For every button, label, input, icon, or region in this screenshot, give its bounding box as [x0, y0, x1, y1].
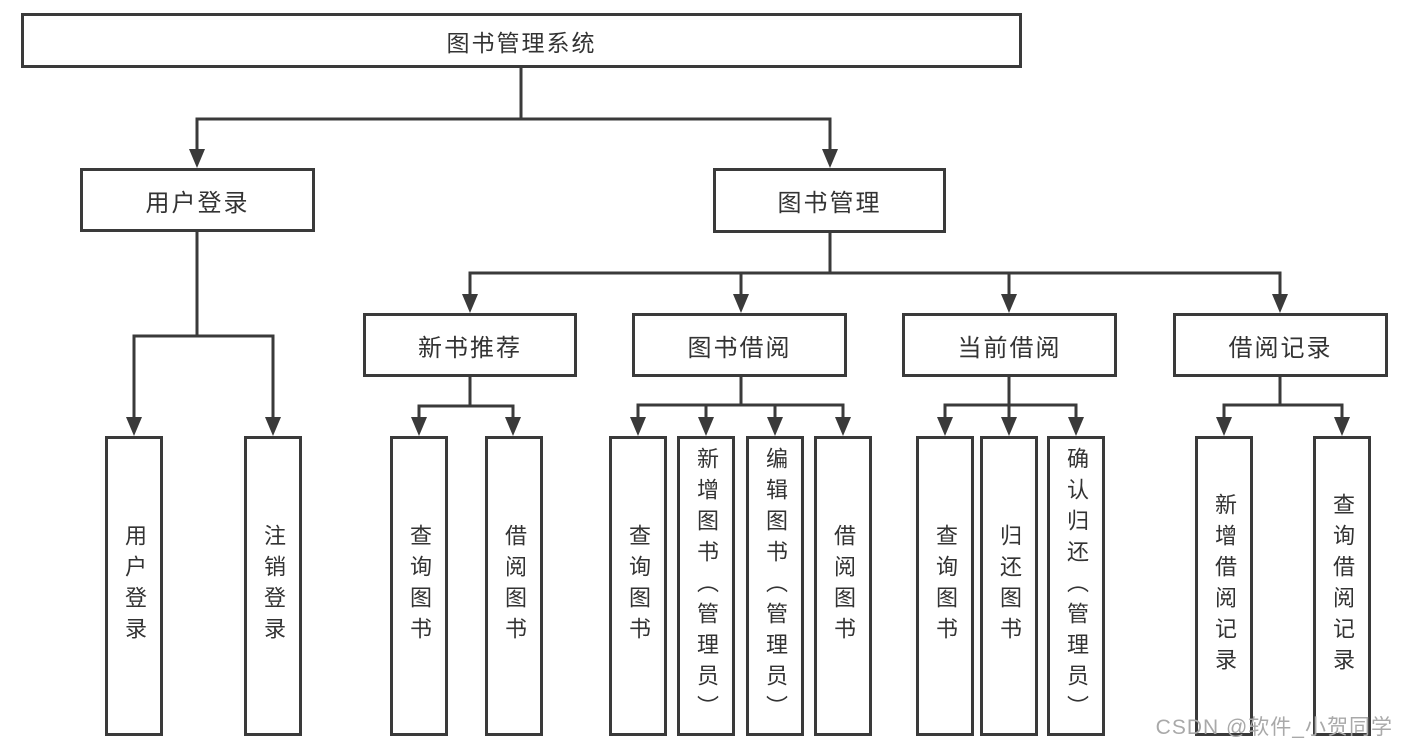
leaf-add-books-admin: 新增图书（管理员）	[677, 436, 735, 736]
node-label: 借阅图书	[502, 524, 527, 648]
node-label: 借阅记录	[1228, 334, 1333, 362]
node-label: 注销登录	[261, 524, 286, 648]
leaf-logout: 注销登录	[244, 436, 302, 736]
node-borrowing-records: 借阅记录	[1173, 313, 1388, 377]
node-label: 图书管理	[777, 190, 882, 217]
node-new-book-recommendation: 新书推荐	[363, 313, 577, 377]
node-label: 查询图书	[933, 524, 958, 648]
node-book-management: 图书管理	[713, 168, 946, 233]
connector-current-borrowing-children	[937, 377, 1084, 436]
leaf-query-books-current: 查询图书	[916, 436, 974, 736]
node-label: 确认归还（管理员）	[1064, 446, 1089, 726]
connector-borrow-records-children	[1216, 377, 1350, 436]
connector-new-book-children	[411, 377, 521, 436]
node-label: 归还图书	[997, 524, 1022, 648]
connector-book-borrowing-children	[630, 377, 851, 436]
leaf-borrow-books-recommend: 借阅图书	[485, 436, 543, 736]
leaf-user-login: 用户登录	[105, 436, 163, 736]
node-library-management-system: 图书管理系统	[21, 13, 1022, 68]
node-label: 新增借阅记录	[1212, 493, 1237, 679]
node-current-borrowing: 当前借阅	[902, 313, 1117, 377]
node-label: 图书借阅	[687, 334, 792, 362]
node-user-login: 用户登录	[80, 168, 315, 232]
node-label: 查询图书	[626, 524, 651, 648]
connector-book-management-children	[462, 232, 1288, 313]
connector-root-to-level2	[189, 68, 838, 168]
leaf-borrow-books: 借阅图书	[814, 436, 872, 736]
node-book-borrowing: 图书借阅	[632, 313, 847, 377]
node-label: 查询图书	[407, 524, 432, 648]
node-label: 编辑图书（管理员）	[763, 446, 788, 726]
leaf-confirm-return-admin: 确认归还（管理员）	[1047, 436, 1105, 736]
csdn-watermark: CSDN @软件_小贺同学	[1155, 716, 1393, 739]
node-label: 当前借阅	[957, 334, 1062, 362]
node-label: 图书管理系统	[446, 29, 597, 56]
node-label: 查询借阅记录	[1330, 493, 1355, 679]
node-label: 用户登录	[145, 189, 250, 217]
leaf-add-borrow-record: 新增借阅记录	[1195, 436, 1253, 736]
leaf-query-books-recommend: 查询图书	[390, 436, 448, 736]
node-label: 新增图书（管理员）	[694, 446, 719, 726]
connector-user-login-children	[126, 232, 281, 436]
node-label: 借阅图书	[831, 524, 856, 648]
leaf-query-borrow-record: 查询借阅记录	[1313, 436, 1371, 736]
leaf-return-books: 归还图书	[980, 436, 1038, 736]
node-label: 新书推荐	[418, 334, 522, 362]
leaf-edit-books-admin: 编辑图书（管理员）	[746, 436, 804, 736]
leaf-query-books-borrowing: 查询图书	[609, 436, 667, 736]
node-label: 用户登录	[122, 524, 147, 648]
